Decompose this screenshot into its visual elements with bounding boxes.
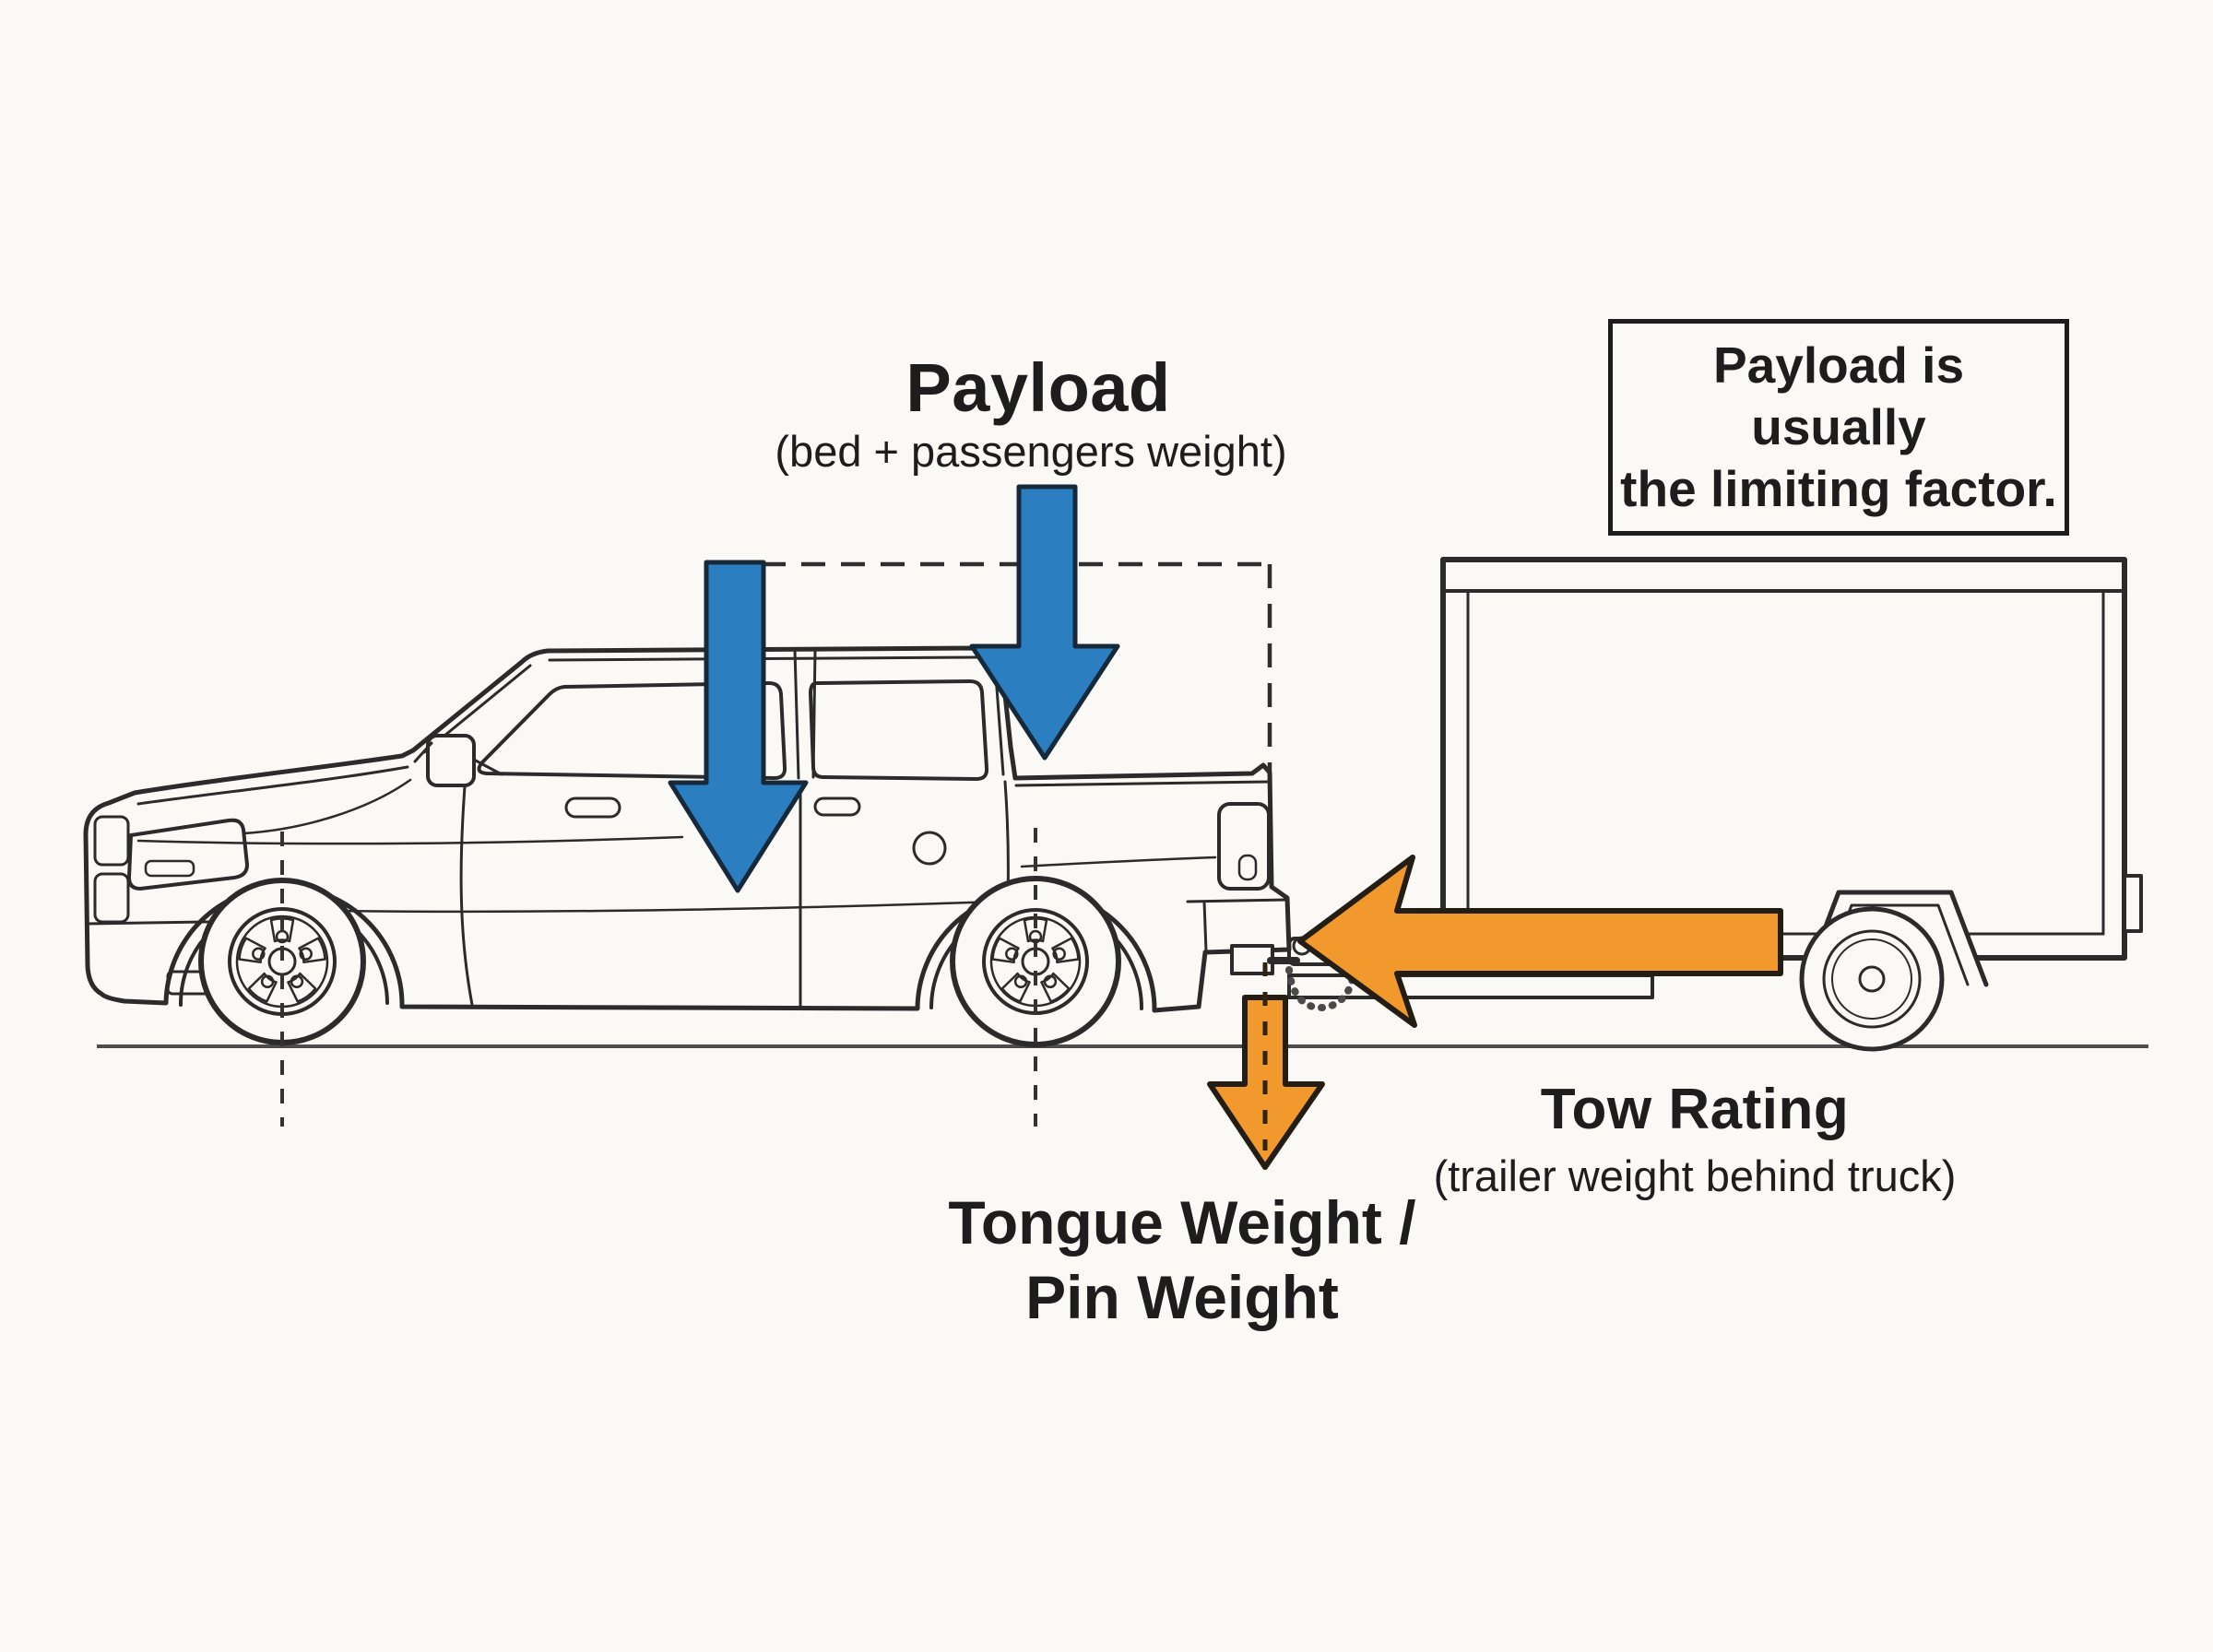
pickup-truck	[83, 645, 1312, 1047]
rear-door-window	[809, 679, 989, 781]
bed-dashed-outline	[762, 561, 1272, 773]
trailer-rear-step	[2123, 874, 2143, 933]
side-mirror	[426, 734, 476, 787]
grille	[93, 815, 130, 867]
tongue-weight-label: Tongue Weight / Pin Weight	[948, 1186, 1415, 1334]
note-box-line2: the limiting factor.	[1620, 460, 2057, 518]
payload-sublabel: (bed + passengers weight)	[775, 427, 1287, 476]
tow-rating-arrow-icon	[1297, 855, 1783, 1028]
note-box-line1: Payload is usually	[1712, 336, 1965, 456]
payload-label: Payload	[905, 349, 1171, 426]
tow-rating-label: Tow Rating	[1540, 1078, 1850, 1141]
tongue-weight-line1: Tongue Weight /	[948, 1188, 1416, 1257]
trailer-tongue	[1287, 974, 1654, 999]
payload-arrow-bed-icon	[969, 484, 1120, 761]
trailer-wheel	[1799, 906, 1945, 1052]
door-handle	[564, 796, 621, 819]
headlight	[127, 818, 249, 891]
tow-rating-sublabel: (trailer weight behind truck)	[1433, 1151, 1957, 1200]
fuel-cap	[912, 831, 947, 866]
door-handle	[813, 796, 861, 817]
rear-wheel	[950, 876, 1121, 1047]
note-box: Payload is usually the limiting factor.	[1608, 319, 2069, 537]
tongue-weight-line2: Pin Weight	[1025, 1262, 1339, 1331]
front-wheel	[198, 878, 366, 1045]
taillight	[1217, 802, 1271, 891]
front-door-window	[477, 681, 787, 780]
payload-arrow-cab-icon	[668, 560, 809, 893]
